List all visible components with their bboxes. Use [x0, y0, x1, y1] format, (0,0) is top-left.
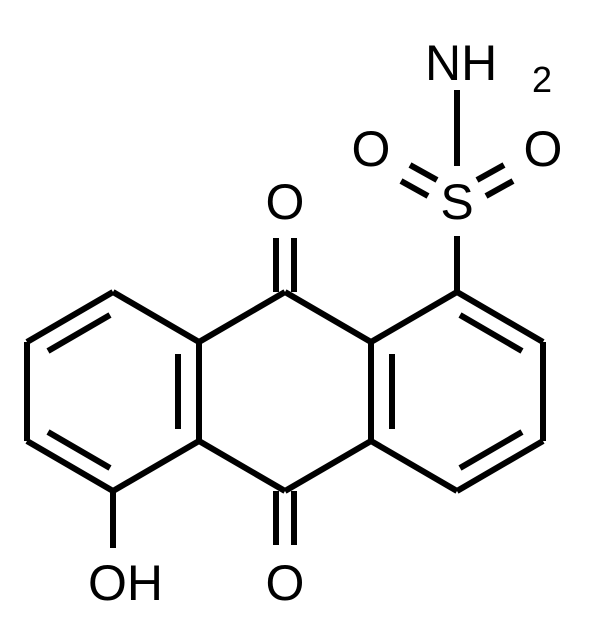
bond-c1-c2: [455, 289, 545, 345]
bond-c5-c10a: [111, 438, 201, 494]
bond-c9a-c1: [369, 289, 459, 345]
bond-c4-c4a: [369, 438, 459, 494]
bond-c8a-c8: [111, 289, 201, 345]
bond-c6-c5: [25, 438, 115, 494]
bond-c8a-c9: [197, 289, 287, 345]
bond-c10-c10a: [197, 438, 287, 494]
bond-s-o-right-b: [484, 178, 515, 199]
hydroxyl-label: OH: [88, 555, 163, 611]
bond-s-o-left-b: [399, 178, 430, 199]
bond-c9-c9a: [283, 289, 373, 345]
bond-inner-c1-c2: [458, 312, 524, 354]
sulfur-label: S: [440, 174, 473, 230]
bond-s-o-right-a: [475, 162, 506, 183]
bond-inner-c8-c7: [46, 312, 112, 354]
bond-c8-c7: [25, 289, 115, 345]
bond-inner-c3-c4: [458, 429, 524, 471]
amine-nitrogen-label: NH: [425, 35, 497, 91]
bond-c3-c4: [455, 438, 545, 494]
atom-labels: NH 2 O O S O O OH: [88, 35, 562, 611]
carbonyl-oxygen-bottom-label: O: [266, 555, 305, 611]
bond-s-o-left-a: [408, 162, 439, 183]
sulfonyl-oxygen-right-label: O: [524, 121, 563, 177]
bonds: [24, 90, 546, 548]
bond-inner-c6-c5: [46, 429, 112, 471]
amine-subscript: 2: [532, 59, 552, 100]
bond-c4a-c10: [283, 438, 373, 494]
carbonyl-oxygen-top-label: O: [266, 174, 305, 230]
sulfonyl-oxygen-left-label: O: [352, 121, 391, 177]
